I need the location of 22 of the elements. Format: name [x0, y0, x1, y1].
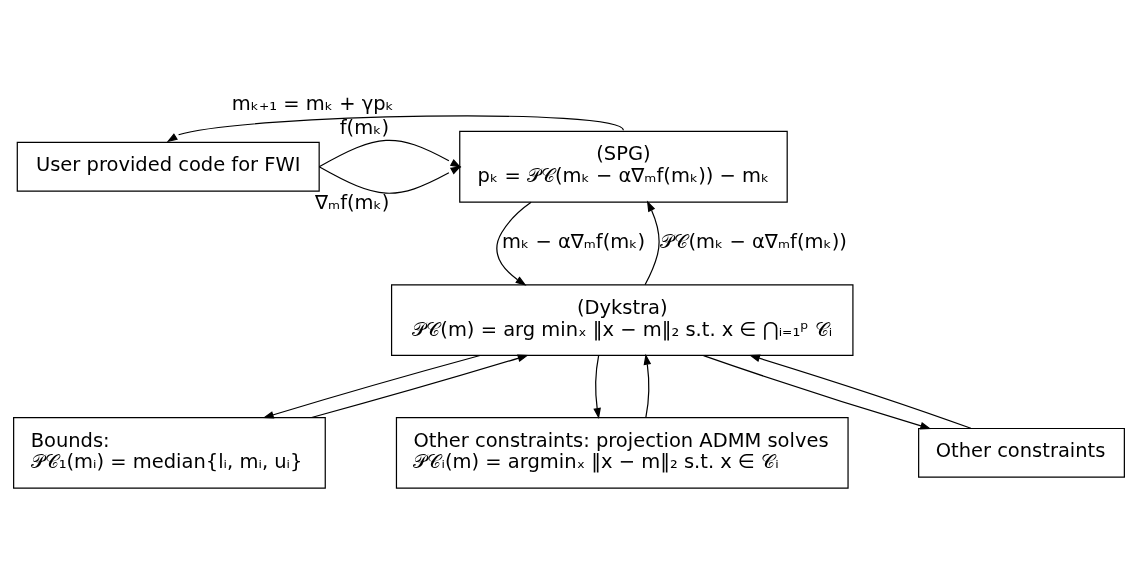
- arrow: [318, 139, 462, 168]
- arrow: [702, 354, 932, 430]
- node-box: (SPG) pₖ = 𝒫𝒞(mₖ − α∇ₘf(mₖ)) − mₖ: [459, 130, 788, 203]
- edge-label: 𝒫𝒞(mₖ − α∇ₘf(mₖ)): [660, 230, 847, 254]
- edge-label: ∇ₘf(mₖ): [315, 190, 390, 214]
- edge-label: f(mₖ): [339, 115, 390, 139]
- node-box: User provided code for FWI: [16, 141, 320, 192]
- node-box: Other constraints: projection ADMM solves 𝒫𝒞ᵢ(m) = argminₓ ‖x − m‖₂ s.t. x ∈ 𝒞ᵢ: [395, 416, 849, 489]
- arrow: [593, 354, 601, 419]
- arrow: [644, 200, 660, 286]
- edge-label: mₖ − α∇ₘf(mₖ): [501, 230, 646, 254]
- arrow: [311, 354, 529, 419]
- arrow: [262, 354, 481, 419]
- edge-label: mₖ₊₁ = mₖ + γpₖ: [231, 92, 394, 116]
- node-box: Bounds: 𝒫𝒞₁(mᵢ) = median{lᵢ, mᵢ, uᵢ}: [13, 416, 326, 489]
- arrow: [496, 201, 532, 286]
- node-box: Other constraints: [918, 427, 1125, 478]
- arrow: [166, 115, 625, 143]
- arrow: [318, 165, 462, 194]
- arrow: [643, 353, 652, 418]
- arrow: [749, 354, 972, 429]
- node-box: (Dykstra) 𝒫𝒞(m) = arg minₓ ‖x − m‖₂ s.t. x ∈ ⋂ᵢ₌₁ᵖ 𝒞ᵢ: [390, 284, 854, 357]
